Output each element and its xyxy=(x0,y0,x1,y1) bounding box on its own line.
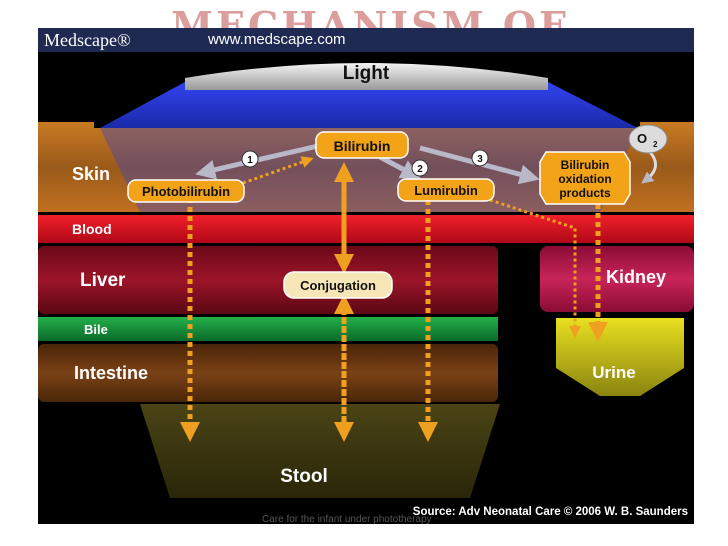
oxygen-subscript: 2 xyxy=(653,140,658,149)
oxygen-label: O xyxy=(637,131,647,146)
oxidation-label-line2: oxidation xyxy=(558,172,611,186)
light-label: Light xyxy=(343,63,390,84)
light-lamp xyxy=(185,63,548,90)
light-beam xyxy=(100,82,638,128)
liver-label: Liver xyxy=(80,270,126,291)
arrow-lumirubin-to-urine xyxy=(489,198,581,338)
step-1-badge xyxy=(241,150,259,168)
urine-label: Urine xyxy=(592,363,635,382)
bilirubin-label: Bilirubin xyxy=(334,138,391,154)
skin-label: Skin xyxy=(72,164,110,184)
photobilirubin-node xyxy=(127,179,245,203)
conjugation-label: Conjugation xyxy=(300,278,376,293)
intestine-label: Intestine xyxy=(74,363,148,383)
source-citation: Source: Adv Neonatal Care © 2006 W. B. S… xyxy=(412,506,688,518)
medscape-header: Medscape® www.medscape.com xyxy=(38,28,694,52)
bilirubin-node xyxy=(315,131,409,159)
medscape-brand: Medscape® xyxy=(44,30,131,50)
kidney-label: Kidney xyxy=(606,267,666,287)
stool-label: Stool xyxy=(280,466,328,487)
stool-area xyxy=(140,404,500,498)
bile-layer xyxy=(38,317,498,341)
lumirubin-label: Lumirubin xyxy=(414,183,478,198)
step-1-label: 1 xyxy=(247,155,253,166)
slide-caption: Care for the infant under phototherapy xyxy=(262,514,432,525)
intestine-layer xyxy=(38,344,498,402)
slide-title-overlay: MECHANISM OF xyxy=(171,6,569,32)
source-strip xyxy=(38,500,694,524)
photobilirubin-label: Photobilirubin xyxy=(142,184,230,199)
kidney-organ xyxy=(540,246,694,312)
blood-layer xyxy=(38,215,694,243)
blood-label: Blood xyxy=(72,221,112,237)
oxidation-products-node xyxy=(539,151,631,205)
oxidation-label-line1: Bilirubin xyxy=(561,158,610,172)
arrow-to-lumirubin xyxy=(378,154,421,179)
step-2-badge xyxy=(411,159,429,177)
bile-label: Bile xyxy=(84,322,108,337)
oxygen-bubble xyxy=(628,124,668,154)
step-3-label: 3 xyxy=(477,154,483,165)
step-2-label: 2 xyxy=(417,164,423,175)
conjugation-node xyxy=(283,271,393,299)
medscape-url: www.medscape.com xyxy=(208,31,346,48)
arrow-to-photobilirubin xyxy=(195,143,319,180)
step-3-badge xyxy=(471,149,489,167)
lumirubin-node xyxy=(397,178,495,202)
oxidation-label-line3: products xyxy=(559,186,611,200)
